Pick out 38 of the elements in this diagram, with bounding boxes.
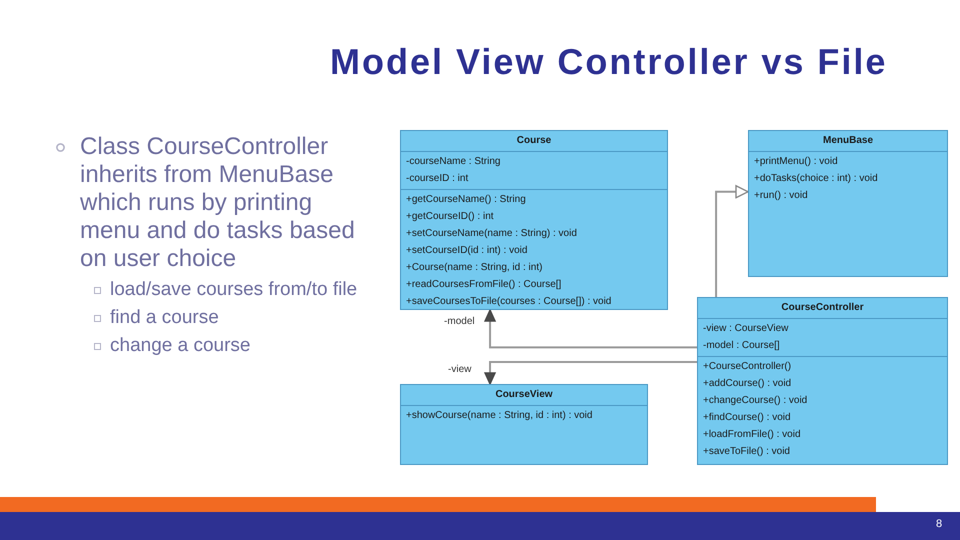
method-text: +saveToFile() : void	[703, 446, 790, 457]
method-text: +setCourseName(name : String) : void	[406, 228, 577, 239]
attribute-text: -model : Course[]	[703, 340, 780, 351]
page-number: 8	[936, 518, 942, 530]
method-text: +getCourseID() : int	[406, 211, 494, 222]
class-name: CourseView	[495, 389, 553, 400]
class-box	[400, 384, 648, 465]
slide-title: Model View Controller vs File	[330, 41, 888, 83]
class-box	[400, 130, 668, 310]
attribute-text: -courseID : int	[406, 173, 468, 184]
association-arrow	[484, 309, 697, 348]
method-text: +loadFromFile() : void	[703, 429, 801, 440]
sub-bullet-text: change a course	[110, 334, 250, 358]
method-text: +addCourse() : void	[703, 378, 792, 389]
method-text: +CourseController()	[703, 361, 792, 372]
association-arrow	[484, 361, 697, 385]
class-name: Course	[516, 135, 552, 146]
class-box	[748, 130, 948, 277]
sub-bullet-text: find a course	[110, 306, 219, 330]
method-text: +changeCourse() : void	[703, 395, 808, 406]
class-box	[697, 297, 948, 465]
class-name: CourseController	[781, 302, 864, 313]
method-text: +findCourse() : void	[703, 412, 791, 423]
bullet-text: Class CourseController inherits from MenuBase which runs by printing menu and do tasks based on user choice	[80, 133, 356, 273]
method-text: +readCoursesFromFile() : Course[]	[406, 279, 562, 290]
method-text: +run() : void	[754, 190, 808, 201]
inheritance-arrow	[715, 185, 749, 297]
method-text: +printMenu() : void	[754, 156, 838, 167]
attribute-text: -view : CourseView	[703, 323, 788, 334]
sub-bullet-text: load/save courses from/to file	[110, 278, 358, 302]
method-text: +getCourseName() : String	[406, 194, 526, 205]
class-name: MenuBase	[822, 135, 873, 146]
method-text: +Course(name : String, id : int)	[406, 262, 542, 273]
method-text: +saveCoursesToFile(courses : Course[]) : void	[406, 296, 612, 307]
attribute-text: -courseName : String	[406, 156, 500, 167]
method-text: +setCourseID(id : int) : void	[406, 245, 528, 256]
method-text: +showCourse(name : String, id : int) : void	[406, 410, 592, 421]
method-text: +doTasks(choice : int) : void	[754, 173, 878, 184]
